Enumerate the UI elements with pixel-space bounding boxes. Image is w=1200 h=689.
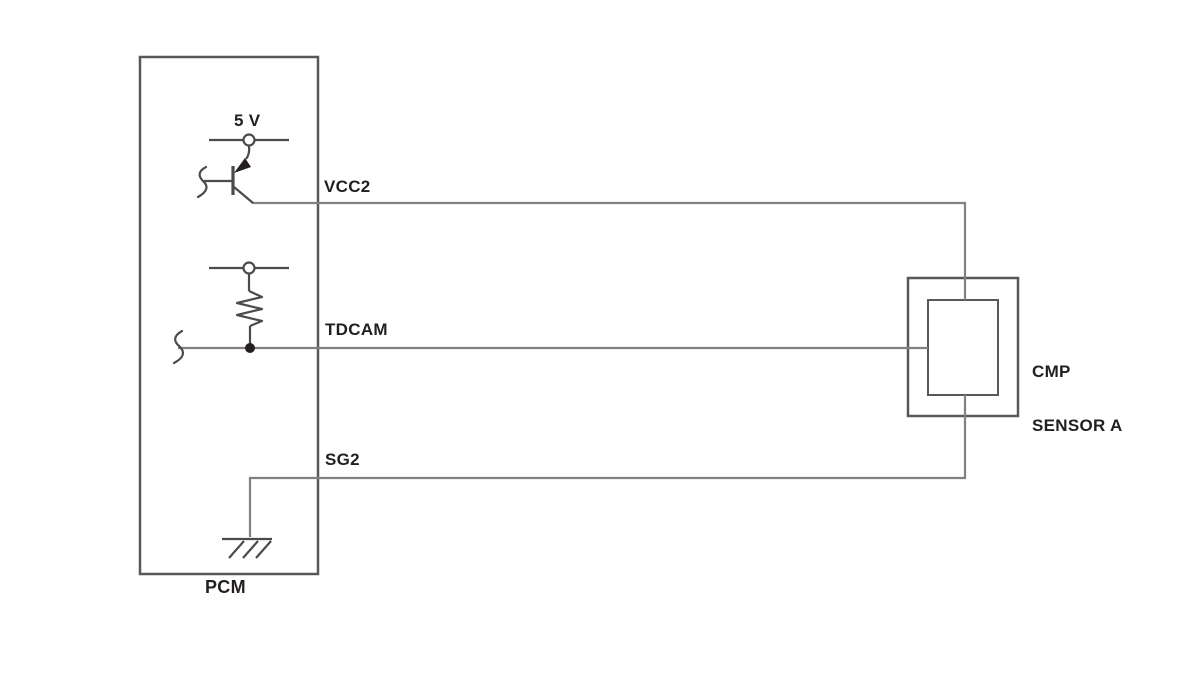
pullup-terminal-circle	[242, 261, 256, 275]
transistor-emitter-lead	[245, 145, 251, 160]
vcc2-wire	[252, 201, 967, 300]
cmp-sensor-label-line1: CMP	[1032, 362, 1071, 381]
five-volt-terminal-circle	[242, 133, 256, 147]
cmp-sensor-inner-box	[927, 299, 999, 396]
transistor-collector-lead	[233, 186, 254, 204]
pcm-box	[138, 55, 320, 576]
junction-dot	[245, 343, 255, 353]
ground-hatch-1	[228, 540, 245, 559]
cmp-sensor-label-line2: SENSOR A	[1032, 416, 1123, 435]
wire-label-vcc2: VCC2	[324, 177, 371, 196]
ground-hatch-3	[255, 540, 272, 559]
wire-label-tdcam: TDCAM	[325, 320, 388, 339]
pnp-transistor	[196, 145, 254, 204]
pcm-module-label: PCM	[205, 577, 246, 597]
cmp-sensor-label: CMP SENSOR A	[1032, 327, 1123, 471]
tdcam-break-mark	[172, 329, 185, 365]
base-lead-break-mark	[196, 165, 208, 199]
wire-label-sg2: SG2	[325, 450, 360, 469]
transistor-emitter-arrow-icon	[234, 158, 251, 173]
supply-voltage-label: 5 V	[234, 111, 261, 130]
resistor-zigzag	[235, 290, 264, 328]
ground-symbol-icon	[222, 537, 272, 559]
sg2-wire	[248, 395, 967, 537]
ground-hatch-2	[242, 540, 259, 559]
